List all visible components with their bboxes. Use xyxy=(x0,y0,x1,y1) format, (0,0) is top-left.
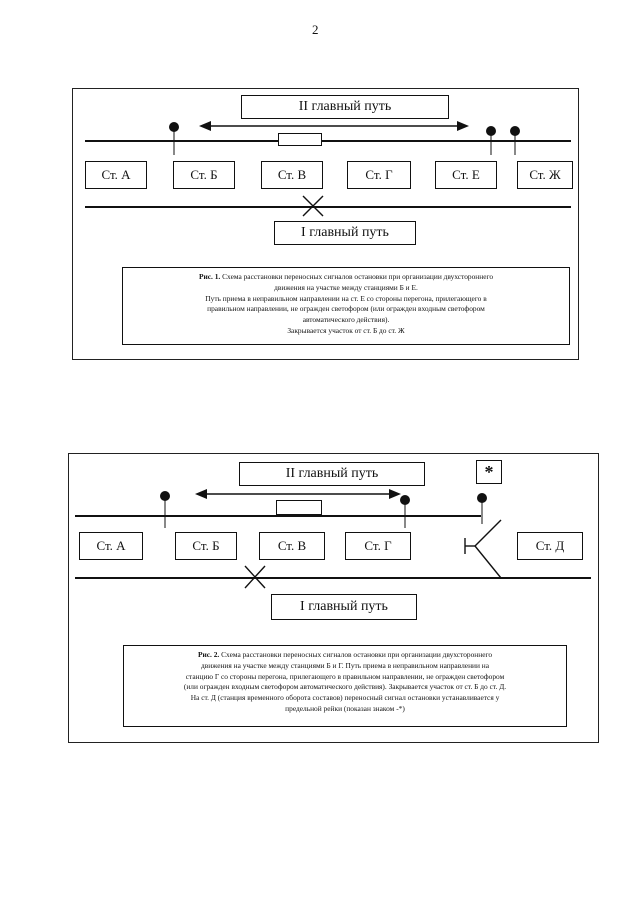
main-track-2-label: II главный путь xyxy=(241,95,449,119)
caption-prefix: Рис. 1. xyxy=(198,272,221,281)
station-v: Ст. В xyxy=(261,161,323,189)
arrow-head-left-icon xyxy=(195,489,207,499)
arrow-head-right-icon xyxy=(389,489,401,499)
stop-signal-icon xyxy=(477,493,487,503)
figure-2: II главный путь * I главный путь Ст. А С… xyxy=(68,453,599,743)
station-g: Ст. Г xyxy=(345,532,411,560)
main-track-2-label: II главный путь xyxy=(239,462,425,486)
stop-signal-icon xyxy=(160,491,170,501)
turnout-line xyxy=(474,519,502,547)
station-b: Ст. Б xyxy=(175,532,237,560)
figure-1: II главный путь I главный путь Ст. А Ст.… xyxy=(72,88,579,360)
main-track-1-label: I главный путь xyxy=(271,594,417,620)
limit-marker-asterisk: * xyxy=(476,460,502,484)
figure-2-tracks xyxy=(75,489,591,589)
arrow-head-right-icon xyxy=(457,121,469,131)
station-a: Ст. А xyxy=(79,532,143,560)
stop-signal-icon xyxy=(510,126,520,136)
arrow-head-left-icon xyxy=(199,121,211,131)
stop-signal-icon xyxy=(486,126,496,136)
station-zh: Ст. Ж xyxy=(517,161,573,189)
train-icon xyxy=(276,500,322,515)
station-v: Ст. В xyxy=(259,532,325,560)
main-track-1-label: I главный путь xyxy=(274,221,416,245)
stop-signal-icon xyxy=(400,495,410,505)
figure-1-tracks xyxy=(85,121,571,217)
figure-1-caption: Рис. 1. Схема расстановки переносных сиг… xyxy=(122,267,570,345)
station-g: Ст. Г xyxy=(347,161,411,189)
station-a: Ст. А xyxy=(85,161,147,189)
station-e: Ст. Е xyxy=(435,161,497,189)
page-number: 2 xyxy=(312,22,319,37)
caption-prefix: Рис. 2. xyxy=(197,650,220,659)
station-d: Ст. Д xyxy=(517,532,583,560)
station-b: Ст. Б xyxy=(173,161,235,189)
stop-signal-icon xyxy=(169,122,179,132)
figure-2-caption: Рис. 2. Схема расстановки переносных сиг… xyxy=(123,645,567,727)
train-icon xyxy=(278,133,322,146)
